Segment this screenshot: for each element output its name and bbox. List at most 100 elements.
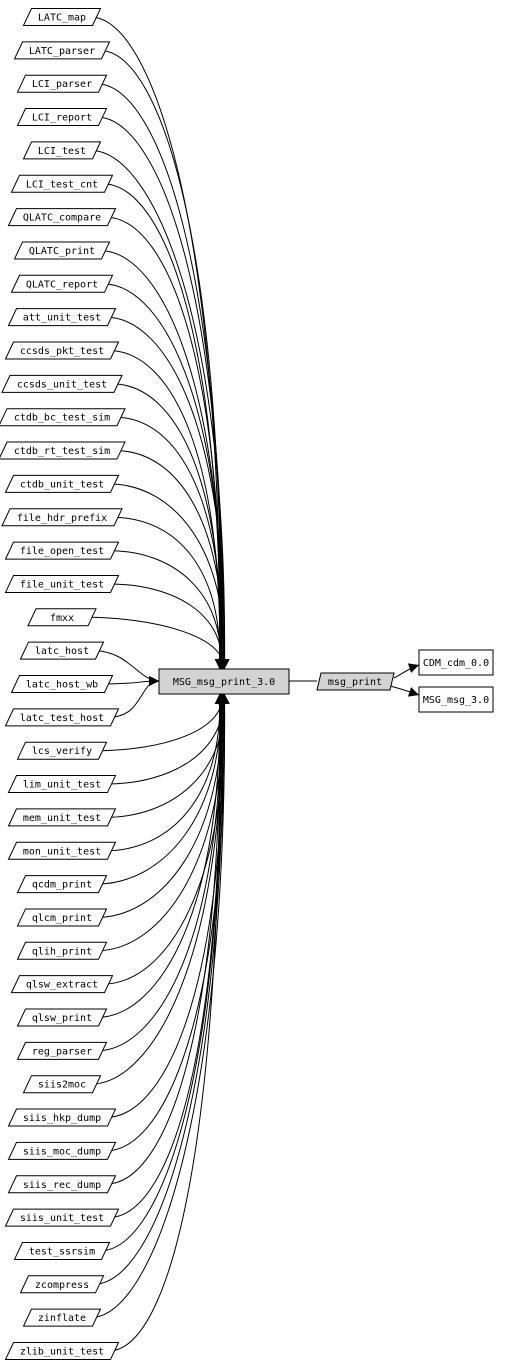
caller-node-shape: [19, 641, 105, 660]
caller-node-lci-test-cnt[interactable]: LCI_test_cnt: [10, 174, 114, 193]
call-edge-siis-rec-dump: [105, 693, 225, 1185]
via-node[interactable]: msg_print: [316, 672, 395, 691]
caller-node-shape: [7, 808, 117, 827]
caller-node-file-unit-test[interactable]: file_unit_test: [4, 574, 120, 593]
caller-node-shape: [0, 408, 126, 427]
caller-node-zinflate[interactable]: zinflate: [22, 1308, 102, 1327]
call-edge-att-unit-test: [105, 316, 230, 670]
caller-node-qlsw-extract[interactable]: qlsw_extract: [10, 975, 114, 994]
caller-node-label: ctdb_unit_test: [20, 479, 104, 490]
caller-node-shape: [13, 241, 111, 260]
caller-node-label: qlsw_extract: [26, 980, 98, 991]
call-edge-zcompress: [93, 693, 229, 1285]
caller-node-shape: [16, 1008, 108, 1027]
caller-node-siis-unit-test[interactable]: siis_unit_test: [4, 1208, 120, 1227]
caller-node-label: QLATC_print: [29, 246, 95, 257]
caller-node-ctdb-unit-test[interactable]: ctdb_unit_test: [4, 474, 120, 493]
call-edge-lci-test: [90, 149, 230, 670]
caller-node-label: LCI_test: [38, 146, 86, 157]
caller-node-qlatc-print[interactable]: QLATC_print: [13, 241, 111, 260]
caller-node-shape: [16, 908, 108, 927]
caller-node-shape: [10, 274, 114, 293]
caller-node-lci-report[interactable]: LCI_report: [16, 108, 108, 127]
caller-node-latc-map[interactable]: LATC_map: [22, 8, 102, 26]
caller-node-siis2moc[interactable]: siis2moc: [22, 1075, 102, 1094]
caller-node-shape: [0, 441, 126, 460]
caller-node-label: LCI_report: [32, 113, 92, 124]
caller-node-latc-host-wb[interactable]: latc_host_wb: [10, 675, 114, 693]
caller-node-reg-parser[interactable]: reg_parser: [16, 1041, 108, 1060]
caller-node-label: qcdm_print: [32, 880, 92, 891]
caller-node-lci-test[interactable]: LCI_test: [22, 141, 102, 160]
caller-node-siis-moc-dump[interactable]: siis_moc_dump: [7, 1141, 117, 1160]
caller-node-qlsw-print[interactable]: qlsw_print: [16, 1008, 108, 1027]
caller-node-att-unit-test[interactable]: att_unit_test: [7, 308, 117, 327]
caller-node-shape: [10, 675, 114, 693]
call-edge-qlatc-print: [99, 249, 228, 670]
caller-node-shape: [16, 108, 108, 127]
caller-node-qcdm-print[interactable]: qcdm_print: [16, 875, 108, 894]
caller-node-shape: [7, 841, 117, 860]
caller-node-siis-rec-dump[interactable]: siis_rec_dump: [7, 1175, 117, 1194]
caller-node-shape: [7, 208, 117, 227]
caller-node-shape: [16, 741, 108, 760]
caller-node-zcompress[interactable]: zcompress: [19, 1275, 105, 1294]
caller-node-ccsds-pkt-test[interactable]: ccsds_pkt_test: [4, 341, 120, 360]
call-edge-siis-hkp-dump: [105, 693, 229, 1119]
caller-node-shape: [22, 1075, 102, 1094]
caller-node-test-ssrsim[interactable]: test_ssrsim: [13, 1241, 111, 1260]
caller-node-latc-parser[interactable]: LATC_parser: [13, 41, 111, 60]
caller-node-label: LATC_parser: [29, 46, 95, 57]
center-node-box: [158, 668, 290, 695]
caller-node-label: siis_hkp_dump: [23, 1113, 101, 1124]
caller-node-siis-hkp-dump[interactable]: siis_hkp_dump: [7, 1108, 117, 1127]
caller-node-label: latc_host_wb: [26, 680, 98, 691]
caller-node-shape: [10, 174, 114, 193]
caller-node-ctdb-bc-test-sim[interactable]: ctdb_bc_test_sim: [0, 408, 126, 427]
caller-node-qlcm-print[interactable]: qlcm_print: [16, 908, 108, 927]
via-node-label: msg_print: [328, 677, 382, 688]
caller-node-qlatc-report[interactable]: QLATC_report: [10, 274, 114, 293]
caller-node-lcs-verify[interactable]: lcs_verify: [16, 741, 108, 760]
caller-node-file-open-test[interactable]: file_open_test: [4, 541, 120, 560]
caller-node-latc-test-host[interactable]: latc_test_host: [4, 708, 120, 727]
caller-node-zlib-unit-test[interactable]: zlib_unit_test: [4, 1342, 120, 1360]
caller-node-label: LCI_parser: [32, 79, 92, 90]
call-edge-lim-unit-test: [105, 693, 229, 785]
caller-node-shape: [4, 1342, 120, 1360]
caller-node-shape: [1, 374, 123, 393]
caller-node-shape: [16, 875, 108, 894]
caller-node-shape: [4, 474, 120, 493]
caller-node-lci-parser[interactable]: LCI_parser: [16, 74, 108, 93]
caller-node-label: ccsds_unit_test: [17, 379, 107, 390]
caller-node-mon-unit-test[interactable]: mon_unit_test: [7, 841, 117, 860]
call-edge-ctdb-bc-test-sim: [114, 416, 228, 670]
caller-node-shape: [4, 541, 120, 560]
center-node[interactable]: MSG_msg_print_3.0: [158, 668, 290, 695]
caller-node-label: file_hdr_prefix: [17, 513, 107, 524]
caller-node-qlih-print[interactable]: qlih_print: [16, 941, 108, 960]
caller-node-ccsds-unit-test[interactable]: ccsds_unit_test: [1, 374, 123, 393]
target-node-msg-box: [418, 686, 494, 713]
caller-node-mem-unit-test[interactable]: mem_unit_test: [7, 808, 117, 827]
target-node-msg[interactable]: MSG_msg_3.0: [418, 686, 494, 713]
caller-node-file-hdr-prefix[interactable]: file_hdr_prefix: [1, 508, 123, 527]
caller-node-shape: [27, 608, 97, 627]
caller-node-shape: [22, 8, 102, 26]
caller-node-label: test_ssrsim: [29, 1246, 95, 1257]
edge-via-to-cdm: [393, 663, 420, 679]
caller-node-qlatc-compare[interactable]: QLATC_compare: [7, 208, 117, 227]
call-edge-zlib-unit-test: [108, 693, 225, 1352]
target-node-cdm[interactable]: CDM_cdm_0.0: [418, 649, 494, 676]
caller-node-fmxx[interactable]: fmxx: [27, 608, 97, 627]
caller-node-label: zcompress: [35, 1280, 89, 1291]
caller-node-lim-unit-test[interactable]: lim_unit_test: [7, 775, 117, 794]
edge-via-to-msg: [389, 685, 420, 697]
caller-node-latc-host[interactable]: latc_host: [19, 641, 105, 660]
caller-node-shape: [16, 74, 108, 93]
caller-node-ctdb-rt-test-sim[interactable]: ctdb_rt_test_sim: [0, 441, 126, 460]
caller-node-shape: [16, 1041, 108, 1060]
caller-node-shape: [16, 941, 108, 960]
caller-node-label: zinflate: [38, 1313, 86, 1324]
